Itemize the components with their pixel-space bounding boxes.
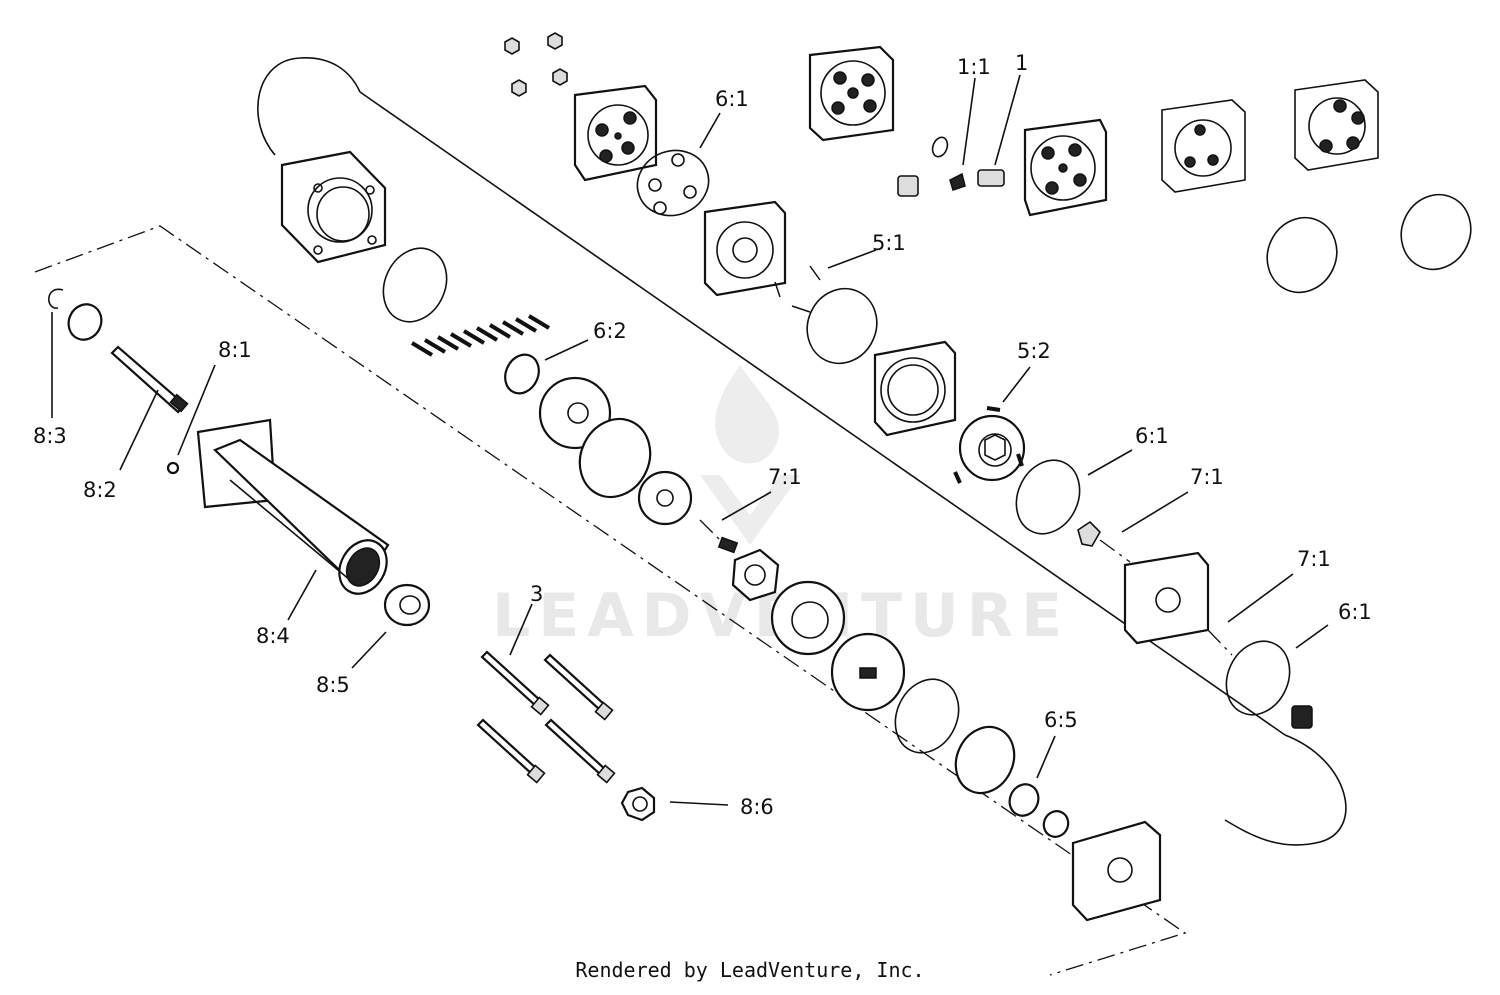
port-block	[1123, 551, 1210, 645]
o-ring-large-1	[382, 247, 448, 323]
callout-8-1: 8:1	[218, 338, 252, 362]
callout-5-2: 5:2	[1017, 339, 1051, 363]
housing-tube-8-4	[196, 418, 390, 595]
plug-7-1-mid	[1077, 520, 1101, 547]
callout-7-1-right: 7:1	[1297, 547, 1331, 571]
callout-8-5: 8:5	[316, 673, 350, 697]
snap-ring-8-3	[48, 288, 64, 309]
plug-lower	[1291, 705, 1313, 729]
needle-bearing	[954, 725, 1016, 795]
key-7-1	[717, 536, 739, 554]
callout-1: 1	[1015, 51, 1028, 75]
callout-1-1: 1:1	[957, 55, 991, 79]
valve-block-2	[808, 45, 895, 142]
valve-block-light-1	[1161, 99, 1246, 193]
o-ring-lower	[894, 678, 960, 754]
callout-6-1-right: 6:1	[1338, 600, 1372, 624]
gasket-6-1-top	[636, 149, 710, 217]
adapter-plate	[873, 340, 957, 437]
pins-5-1	[774, 265, 821, 313]
flange-housing	[280, 150, 387, 264]
bushing-8-5	[383, 583, 431, 627]
callout-7-1-mid: 7:1	[1190, 465, 1224, 489]
seal-6-5	[1008, 783, 1040, 817]
washer-8-3	[67, 303, 103, 341]
relief-valve-parts	[897, 136, 1005, 197]
callout-8-6: 8:6	[740, 795, 774, 819]
callout-8-2: 8:2	[83, 478, 117, 502]
ball-8-1	[166, 461, 180, 475]
seal-ring-6-2	[504, 353, 540, 395]
callout-6-1-mid: 6:1	[1135, 424, 1169, 448]
spline-rotor	[770, 580, 846, 656]
end-cover	[1071, 820, 1162, 922]
pin-row	[410, 314, 551, 357]
bolts-3	[476, 650, 616, 784]
spline-coupling	[731, 548, 780, 602]
gerotor-inner	[637, 470, 693, 526]
nuts-top	[504, 32, 568, 97]
callout-7-1-left: 7:1	[768, 465, 802, 489]
washer-lower	[1042, 810, 1070, 838]
valve-plate-1	[573, 84, 658, 182]
callout-labels: 1:1 1 6:1 5:1 6:2 5:2 6:1 7:1 7:1 7:1 6:…	[33, 51, 1372, 819]
o-ring-5-1	[806, 287, 878, 365]
o-ring-6-1-lower	[1225, 640, 1291, 716]
port-plate	[703, 200, 787, 297]
nut-8-6	[620, 786, 656, 822]
callout-6-2: 6:2	[593, 319, 627, 343]
callout-6-1-top: 6:1	[715, 87, 749, 111]
callout-3: 3	[530, 582, 543, 606]
footer-credit: Rendered by LeadVenture, Inc.	[575, 958, 925, 982]
commutator-disk	[953, 406, 1026, 484]
o-ring-6-1-mid	[1015, 459, 1081, 535]
valve-block-light-2	[1294, 79, 1379, 171]
callout-8-4: 8:4	[256, 624, 290, 648]
shaft-8-2	[110, 345, 189, 414]
gerotor-ring	[578, 417, 652, 499]
thrust-plate	[830, 632, 906, 712]
o-ring-right-2	[1400, 193, 1472, 271]
pump-body-1	[1023, 118, 1108, 217]
callout-6-5: 6:5	[1044, 708, 1078, 732]
callout-5-1: 5:1	[872, 231, 906, 255]
o-ring-right-1	[1266, 216, 1338, 294]
callout-8-3: 8:3	[33, 424, 67, 448]
leader-lines	[51, 74, 1329, 806]
